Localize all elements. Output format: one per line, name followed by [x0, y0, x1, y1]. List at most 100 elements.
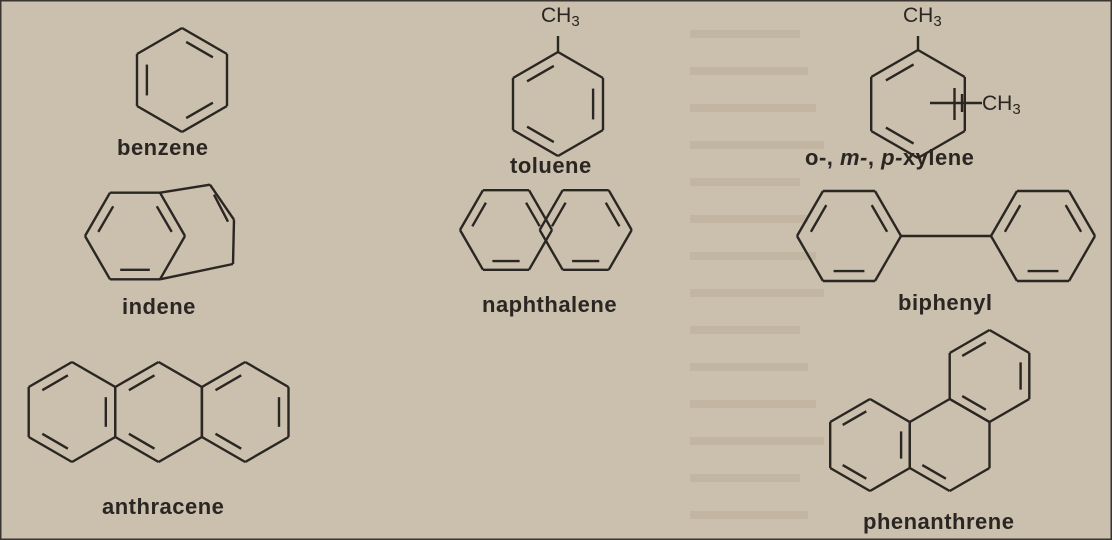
- ring-bond: [988, 328, 1030, 355]
- ring-bond: [829, 466, 871, 493]
- ring-bond: [231, 219, 236, 265]
- ring-bond: [988, 397, 1030, 424]
- ring-bond: [512, 128, 559, 158]
- ring-bond: [244, 435, 290, 464]
- double-bond: [41, 374, 69, 392]
- double-bond: [961, 395, 987, 411]
- ring-bond: [909, 466, 951, 493]
- background-text-smudge: [690, 363, 808, 371]
- xylene-label: o-, m-, p-xylene: [805, 145, 974, 171]
- toluene-methyl-text: CH3: [541, 4, 580, 30]
- ring-bond: [873, 190, 903, 237]
- double-bond: [525, 202, 541, 227]
- xylene-label-part-3: ,: [867, 145, 882, 170]
- ring-bond: [201, 360, 246, 389]
- ring-bond: [795, 190, 825, 237]
- ring-bond: [829, 397, 871, 424]
- ring-bond: [158, 235, 187, 280]
- indene-structure: [83, 183, 236, 281]
- ring-bond: [458, 229, 485, 271]
- ring-bond: [71, 360, 116, 389]
- ring-bond: [873, 235, 903, 282]
- ring-bond: [512, 50, 559, 80]
- ring-bond: [989, 235, 1019, 282]
- ring-bond: [136, 26, 183, 56]
- double-bond: [870, 204, 889, 233]
- double-bond: [961, 341, 987, 357]
- double-bond: [604, 202, 621, 227]
- ring-bond: [71, 435, 116, 464]
- background-text-smudge: [690, 141, 824, 149]
- background-text-smudge: [690, 400, 816, 408]
- ring-bond: [538, 189, 564, 231]
- ring-bond: [159, 183, 211, 194]
- xylene-structure: [870, 36, 982, 160]
- naphthalene-structure: [458, 188, 633, 271]
- xylene-methyl-text-side: CH3: [982, 92, 1021, 118]
- ring-bond: [181, 26, 228, 56]
- ring-bond: [1067, 190, 1097, 237]
- double-bond: [550, 202, 567, 227]
- ring-bond: [114, 360, 160, 389]
- double-bond: [128, 374, 156, 392]
- ring-bond: [136, 104, 183, 134]
- background-text-smudge: [690, 104, 816, 112]
- double-bond: [885, 63, 915, 82]
- double-bond: [1064, 204, 1083, 233]
- ring-bond: [83, 235, 112, 280]
- ring-bond: [607, 229, 633, 271]
- ring-bond: [158, 192, 187, 237]
- anthracene-structure: [27, 360, 290, 464]
- xylene-label-part-1: o-,: [805, 145, 840, 170]
- phenanthrene-structure: [829, 328, 1031, 493]
- background-text-smudge: [690, 178, 800, 186]
- ring-bond: [201, 435, 246, 464]
- double-bond: [97, 205, 115, 233]
- double-bond: [185, 101, 214, 120]
- double-bond: [809, 204, 828, 233]
- ring-bond: [538, 229, 564, 271]
- double-bond: [885, 126, 915, 145]
- double-bond: [526, 64, 555, 83]
- ring-bond: [869, 466, 911, 493]
- xylene-methyl-label-top: CH3: [903, 4, 942, 30]
- double-bond: [214, 432, 242, 450]
- ring-bond: [869, 397, 911, 424]
- ring-bond: [181, 104, 228, 134]
- molecule-drawings: [27, 26, 1097, 493]
- background-text-smudge: [690, 437, 824, 445]
- double-bond: [471, 202, 487, 227]
- ring-bond: [949, 397, 991, 424]
- double-bond: [155, 205, 173, 233]
- ring-bond: [244, 360, 290, 389]
- ring-bond: [527, 189, 554, 231]
- background-text-smudge: [690, 511, 808, 519]
- ring-bond: [1067, 235, 1097, 282]
- toluene-label: toluene: [510, 153, 592, 178]
- ring-bond: [795, 235, 825, 282]
- biphenyl-structure: [795, 189, 1097, 283]
- ring-bond: [917, 48, 966, 79]
- ring-bond: [917, 129, 966, 160]
- ring-bond: [870, 129, 919, 160]
- background-text-smudge: [690, 252, 816, 260]
- biphenyl-label: biphenyl: [898, 290, 993, 315]
- ring-bond: [159, 262, 234, 281]
- background-text-smudge: [690, 215, 808, 223]
- ring-bond: [114, 435, 160, 464]
- ring-bond: [557, 50, 604, 80]
- toluene-methyl-label: CH3: [541, 4, 580, 30]
- xylene-methyl-text-top: CH3: [903, 4, 942, 30]
- ring-bond: [83, 192, 112, 237]
- ring-bond: [870, 48, 919, 79]
- toluene-structure: [511, 36, 605, 158]
- double-bond: [212, 194, 230, 223]
- double-bond: [842, 410, 867, 426]
- xylene-methyl-label-side: CH3: [982, 92, 1021, 118]
- background-text-smudge: [690, 326, 800, 334]
- double-bond: [842, 464, 867, 480]
- background-text-smudge: [690, 474, 800, 482]
- ring-bond: [557, 128, 604, 158]
